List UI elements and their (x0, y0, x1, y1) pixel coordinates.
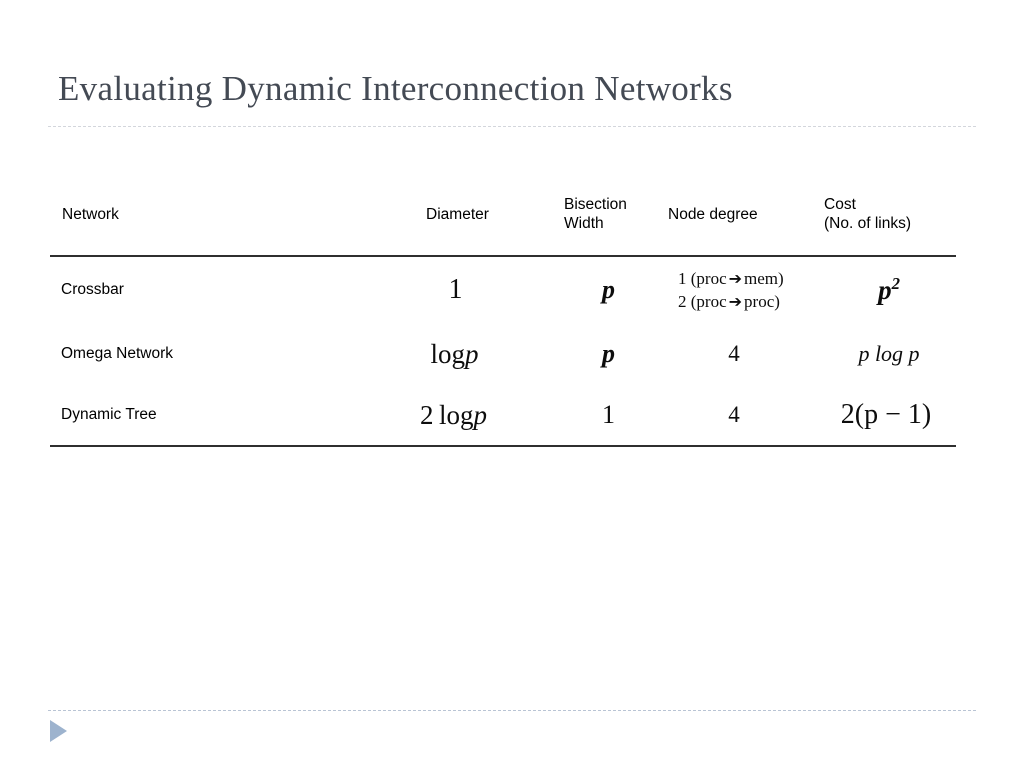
bisection-header-line-1: Bisection (564, 196, 627, 213)
cell-tree-node-degree: 4 (662, 385, 802, 447)
right-arrow-icon: ➔ (728, 292, 743, 311)
cell-crossbar-diameter: 1 (448, 274, 463, 305)
table-header-row: Network Diameter Bisection Width Node de… (50, 173, 956, 257)
node-degree-1-close: mem) (744, 269, 784, 288)
variable-p: p (465, 338, 479, 369)
comparison-table-container: Network Diameter Bisection Width Node de… (50, 173, 956, 447)
node-degree-1-count: 1 (678, 269, 687, 288)
cost-exponent: 2 (891, 274, 900, 293)
column-header-bisection-width: Bisection Width (555, 173, 662, 257)
node-degree-2-open: (proc (690, 292, 727, 311)
variable-p: p (473, 399, 487, 430)
row-label-crossbar: Crossbar (61, 281, 124, 298)
cell-crossbar-bisection-width: p (602, 275, 615, 304)
cost-base: p (878, 275, 892, 305)
variable-p: p (864, 399, 879, 430)
table-row: Omega Network logp p 4 p log p (50, 323, 956, 385)
cell-crossbar-cost: p2 (802, 257, 956, 323)
node-degree-2-close: proc) (744, 292, 780, 311)
cost-suffix: − 1) (878, 399, 932, 430)
page-title: Evaluating Dynamic Interconnection Netwo… (58, 69, 733, 108)
table-header: Network Diameter Bisection Width Node de… (50, 173, 956, 257)
log-operator: log (430, 338, 465, 369)
cost-prefix: 2( (840, 399, 865, 430)
bisection-header-line-2: Width (564, 215, 604, 232)
cell-tree-bisection-width: 1 (555, 385, 662, 447)
title-divider (48, 126, 976, 127)
column-header-cost: Cost (No. of links) (802, 173, 956, 257)
node-degree-2-count: 2 (678, 292, 687, 311)
footer-divider (48, 710, 976, 711)
cost-header-line-1: Cost (824, 196, 856, 213)
node-degree-line-1: 1 (proc➔mem) (678, 269, 784, 288)
table-row: Dynamic Tree 2 logp 1 4 2(p − 1) (50, 385, 956, 447)
node-degree-line-2: 2 (proc➔proc) (678, 292, 780, 311)
cost-header-line-2: (No. of links) (824, 215, 911, 232)
row-label-dynamic-tree: Dynamic Tree (50, 385, 350, 447)
column-header-network: Network (50, 173, 350, 257)
cell-omega-bisection-width: p (602, 339, 615, 368)
log-operator: log (438, 399, 474, 430)
cell-omega-diameter: logp (350, 323, 555, 385)
cell-tree-diameter: 2 logp (350, 385, 555, 447)
table-row: Crossbar 1 p 1 (proc➔mem) 2 (proc➔proc) … (50, 257, 956, 323)
diameter-coefficient: 2 (420, 399, 434, 430)
network-comparison-table: Network Diameter Bisection Width Node de… (50, 173, 956, 447)
right-arrow-icon: ➔ (728, 269, 743, 288)
column-header-diameter: Diameter (350, 173, 555, 257)
next-slide-button[interactable] (48, 718, 70, 744)
column-header-node-degree: Node degree (662, 173, 802, 257)
cell-tree-cost: 2(p − 1) (802, 385, 956, 447)
row-label-omega-network: Omega Network (61, 345, 173, 362)
node-degree-1-open: (proc (690, 269, 727, 288)
cell-omega-node-degree: 4 (728, 341, 740, 366)
table-body: Crossbar 1 p 1 (proc➔mem) 2 (proc➔proc) … (50, 257, 956, 447)
cell-crossbar-node-degree: 1 (proc➔mem) 2 (proc➔proc) (662, 257, 802, 323)
triangle-right-icon (50, 720, 67, 742)
cell-omega-cost: p log p (858, 341, 920, 366)
